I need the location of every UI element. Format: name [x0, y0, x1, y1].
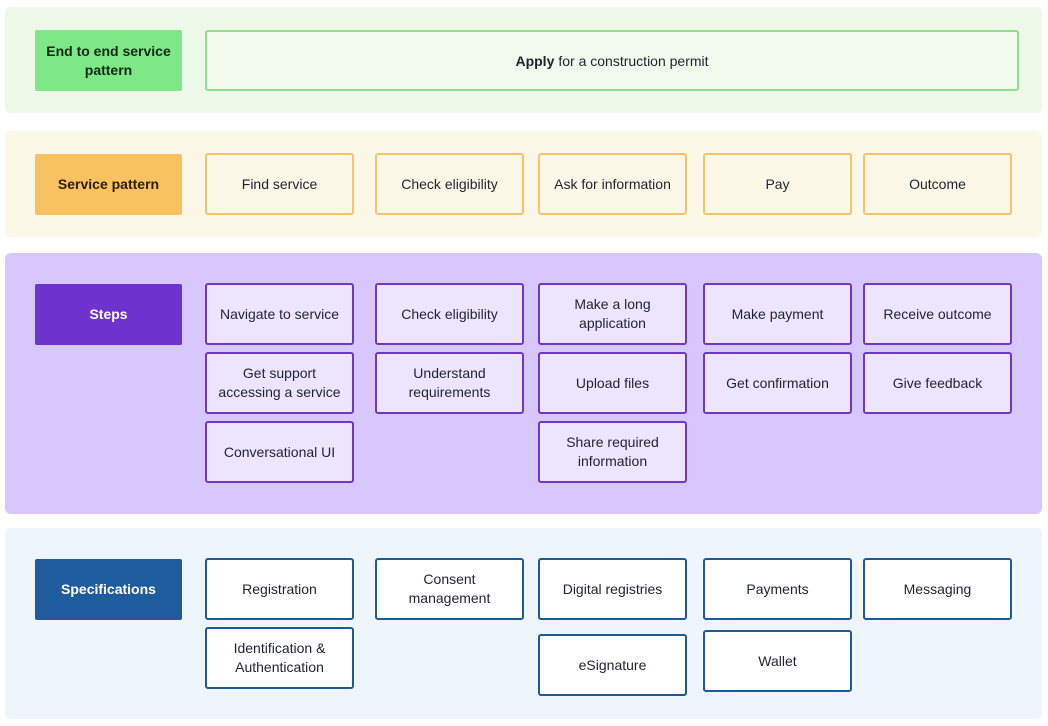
service-pattern-check-eligibility: Check eligibility [375, 153, 524, 215]
spec-consent-management: Consent management [375, 558, 524, 620]
step-check-eligibility: Check eligibility [375, 283, 524, 345]
service-pattern-outcome: Outcome [863, 153, 1012, 215]
apply-rest-text: for a construction permit [558, 52, 709, 69]
service-pattern-find-service: Find service [205, 153, 354, 215]
step-give-feedback: Give feedback [863, 352, 1012, 414]
service-pattern-ask-for-information: Ask for information [538, 153, 687, 215]
step-understand-requirements: Understand requirements [375, 352, 524, 414]
apply-bold-text: Apply [515, 52, 555, 69]
service-pattern-pay: Pay [703, 153, 852, 215]
spec-wallet: Wallet [703, 630, 852, 692]
step-conversational-ui: Conversational UI [205, 421, 354, 483]
steps-label: Steps [35, 284, 182, 345]
step-get-confirmation: Get confirmation [703, 352, 852, 414]
spec-messaging: Messaging [863, 558, 1012, 620]
step-make-long-application: Make a long application [538, 283, 687, 345]
specifications-label: Specifications [35, 559, 182, 620]
step-share-required-information: Share required information [538, 421, 687, 483]
step-navigate-to-service: Navigate to service [205, 283, 354, 345]
apply-permit-box: Apply for a construction permit [205, 30, 1019, 91]
spec-registration: Registration [205, 558, 354, 620]
spec-payments: Payments [703, 558, 852, 620]
spec-digital-registries: Digital registries [538, 558, 687, 620]
spec-identification-authentication: Identification & Authentication [205, 627, 354, 689]
step-upload-files: Upload files [538, 352, 687, 414]
service-pattern-label: Service pattern [35, 154, 182, 215]
step-get-support: Get support accessing a service [205, 352, 354, 414]
end-to-end-label: End to end service pattern [35, 30, 182, 91]
specifications-band [5, 528, 1042, 719]
step-receive-outcome: Receive outcome [863, 283, 1012, 345]
step-make-payment: Make payment [703, 283, 852, 345]
spec-esignature: eSignature [538, 634, 687, 696]
